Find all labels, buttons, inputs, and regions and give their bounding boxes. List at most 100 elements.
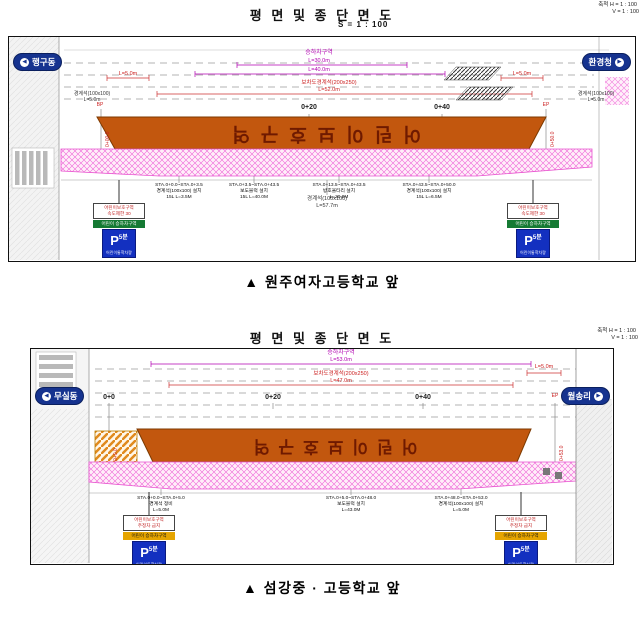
pavement-marking-text: 어린이보호구역 [221,123,421,144]
station-0-20: 0+20 [301,104,317,111]
dim-boarding-zone-len2: L=40.0m [308,66,330,73]
dim-taper-right: L=5.0m [534,363,554,370]
drawing1-scale: S = 1 : 100 [338,20,389,29]
sign-placard: 어린이보호구역 주정차 금지 [123,515,175,531]
parking-p-label: P [140,544,149,560]
sta-note-1: STA.0+0.0~STA.0+3.5 경계석(100x100) 설치 15L … [139,183,219,201]
sign-placard: 어린이보호구역 주정차 금지 [495,515,547,531]
parking-minutes: 5분 [532,234,542,241]
sta-note-2: STA.0+3.5~STA.0+43.5 보도블럭 설치 15L L=40.0M [214,183,294,201]
school-zone-sign-right: 어린이보호구역 속도제한 30 어린이 승하차구역 P5분 어린이통학차량 [507,203,559,258]
leader-lines [160,489,462,495]
arrow-left-icon: ◀ [42,391,51,401]
sta-note-3: STA.0+48.0~STA.0+53.0 경계석(100x100) 설치 L=… [419,496,503,514]
edge-right-len: L=5.0m [587,97,605,103]
dim-boarding-zone-len: L=30.0m [308,57,330,64]
edge-left-label: 경계석(100x100) [73,91,111,97]
station-ep-chainage: 0+53.0 [559,445,565,461]
dim-taper-left: L=5.0m [118,70,138,77]
scale-note-h: 축척 H = 1 : 100 [598,2,637,8]
note-line: 15L L=3.5M [166,194,192,200]
note-line: STA.0+0.0~STA.0+5.0 [137,496,185,501]
dim-boarding-zone-len: L=53.0m [330,356,352,363]
sign-strip: 어린이 승하차구역 [123,531,175,540]
right-sidewalk-area [543,349,612,563]
drawing2-title: 평 면 및 종 단 면 도 [249,331,395,346]
station-bp-chainage: 0+0.0 [113,448,119,461]
sidewalk-improvement-hatch [60,148,593,177]
sign-placard-line1: 어린이보호구역 [506,517,536,522]
parking-caption: 어린이통학차량 [136,562,162,565]
note-line: 경계석(100x100) 설치 [156,188,202,194]
note-line: 15L L=40.0M [240,194,268,200]
arrow-right-icon: ▶ [615,57,624,67]
badge-label: 행구동 [32,57,56,67]
parking-minutes: 5분 [148,546,158,553]
dim-boarding-zone-label: 승하차구역 [305,50,333,56]
arrow-left-icon: ◀ [20,57,29,67]
roadway-lane-lines [95,368,576,418]
sign-strip: 어린이 승하차구역 [495,531,547,540]
note-line: 경계석(100x100) 설치 [406,188,452,194]
station-bp: BP [96,102,104,108]
note-line: 보도블럭 설치 [337,501,365,507]
plan-frame-1: ◀ 행구동 환경청 ▶ 승하차구역 L=30.0m L=40.0m 보차도경계석… [8,36,636,262]
parking-permit-sign: P5분 어린이통학차량 [516,228,550,258]
sign-placard: 어린이보호구역 속도제한 30 [93,203,145,219]
note-line: L=43.0M [341,507,361,513]
drawing1-title: 평 면 및 종 단 면 도 [249,8,395,23]
note-line: 보도블럭 설치 [240,188,268,194]
parking-permit-sign: P5분 어린이통학차량 [504,540,538,564]
note-line: 경계석(100x100) 설치 [438,501,484,507]
bottom-curb-len: L=57.7m [316,203,338,209]
note-line: STA.0+13.5~STA.0+43.5 [312,183,366,188]
note-line: 15L L=6.5M [416,194,442,200]
pavement-marking-text: 어린이보호구역 [244,437,418,456]
ramp-hatch-box [94,430,138,463]
parking-minutes: 5분 [520,546,530,553]
parking-permit-sign: P5분 어린이통학차량 [102,228,136,258]
edge-left-len: L=5.0m [83,97,101,103]
parking-caption: 어린이통학차량 [106,250,132,255]
parking-permit-sign: P5분 어린이통학차량 [132,540,166,565]
sign-placard: 어린이보호구역 속도제한 30 [507,203,559,219]
dim-curb-len: L=47.0m [330,377,352,384]
scale-note-h: 축척 H = 1 : 100 [597,328,636,334]
median-chevron-hatch [443,66,514,101]
drawing1-scale-note: 축척 H = 1 : 100 V = 1 : 100 [598,2,639,17]
scale-note-v: V = 1 : 100 [611,335,638,342]
dim-curb-len: L=52.0m [318,86,340,93]
bottom-curb-label: 경계석(100x100) [307,196,347,202]
sign-placard-line1: 어린이보호구역 [134,517,164,522]
sign-placard-line2: 주정차 금지 [137,522,161,528]
sta-note-4: STA.0+43.5~STA.0+50.0 경계석(100x100) 설치 15… [389,183,469,201]
dimension-lines-magenta [194,62,446,77]
dim-curb-label: 보차도경계석(200x250) [301,80,357,86]
note-line: STA.0+43.5~STA.0+50.0 [402,183,456,188]
sign-posts [118,180,534,205]
sign-placard-line2: 속도제한 30 [107,210,131,216]
arrow-right-icon: ▶ [594,391,603,401]
sidewalk-improvement-hatch [88,461,577,490]
note-line: STA.0+48.0~STA.0+53.0 [434,496,488,501]
dim-curb-label: 보차도경계석(200x250) [313,371,369,377]
sign-posts [148,492,522,517]
station-0-20: 0+20 [265,394,281,401]
dim-boarding-zone-label: 승하차구역 [327,349,355,356]
sign-placard-line2: 주정차 금지 [509,522,533,528]
dim-taper-right: L=5.0m [512,70,532,77]
note-line: 방호울타리 설치 [322,188,356,194]
drawing2-scale-note: 축척 H = 1 : 100 V = 1 : 100 [597,328,638,343]
plan-drawing-1-graphics [9,37,629,260]
leader-lines [178,176,430,195]
station-bp-chainage: 0+00.0 [105,131,111,147]
badge-label: 월송리 [567,391,591,401]
sign-strip: 어린이 승하차구역 [93,219,145,228]
direction-badge-left: ◀ 행구동 [13,53,63,71]
sign-placard-line1: 어린이보호구역 [104,205,134,210]
school-zone-sign-left: 어린이보호구역 속도제한 30 어린이 승하차구역 P5분 어린이통학차량 [93,203,145,258]
station-0-40: 0+40 [415,394,431,401]
station-ep: EP [542,102,550,108]
plan-drawing-2-graphics [31,349,612,563]
